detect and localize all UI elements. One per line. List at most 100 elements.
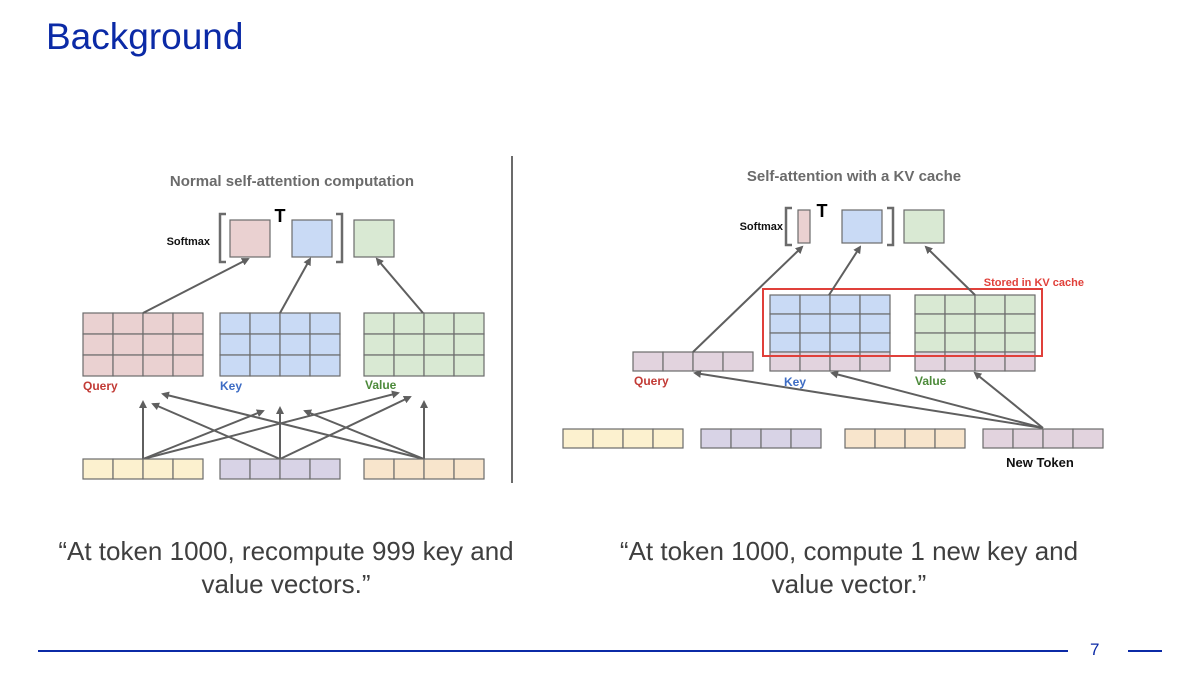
right-key-matrix-cell bbox=[769, 351, 801, 372]
right-value-matrix-cell bbox=[914, 313, 946, 334]
kv-cache-box bbox=[762, 288, 1043, 357]
right-key-matrix-cell bbox=[859, 294, 891, 315]
right-key-matrix-cell bbox=[799, 313, 831, 334]
right-arrow-value-to-box bbox=[924, 245, 976, 296]
left-token-1-cell bbox=[142, 458, 174, 480]
left-diagram: Normal self-attention computation Softma… bbox=[82, 173, 485, 480]
left-key-matrix-cell bbox=[279, 312, 311, 335]
left-query-matrix bbox=[82, 312, 204, 377]
left-token-1-cell bbox=[112, 458, 144, 480]
right-query-result-box bbox=[797, 209, 811, 244]
left-value-matrix bbox=[363, 312, 485, 377]
left-token-3-cell bbox=[423, 458, 455, 480]
left-token-1 bbox=[82, 458, 204, 480]
left-arrow-token2-query bbox=[151, 402, 281, 460]
left-token-3-cell bbox=[453, 458, 485, 480]
page-number: 7 bbox=[1090, 640, 1100, 659]
right-value-matrix-cell bbox=[974, 351, 1006, 372]
left-key-matrix-cell bbox=[279, 333, 311, 356]
left-key-label: Key bbox=[220, 379, 242, 393]
right-key-matrix-cell bbox=[859, 351, 891, 372]
left-token-3-cell bbox=[363, 458, 395, 480]
right-close-bracket bbox=[887, 206, 895, 247]
right-query-label: Query bbox=[634, 374, 669, 388]
right-value-matrix-cell bbox=[914, 351, 946, 372]
left-key-matrix bbox=[219, 312, 341, 377]
left-arrow-value-to-box bbox=[375, 257, 424, 314]
left-key-matrix-cell bbox=[249, 354, 281, 377]
right-softmax-label: Softmax bbox=[740, 221, 784, 233]
left-value-label: Value bbox=[365, 378, 397, 392]
new-token-label: New Token bbox=[1006, 455, 1074, 470]
right-key-matrix-cell bbox=[859, 332, 891, 353]
left-query-matrix-cell bbox=[112, 333, 144, 356]
left-query-matrix-cell bbox=[142, 354, 174, 377]
right-key-matrix-cell bbox=[829, 313, 861, 334]
right-query-vector-cell bbox=[722, 351, 754, 372]
left-value-matrix-cell bbox=[423, 312, 455, 335]
left-query-matrix-cell bbox=[172, 354, 204, 377]
left-value-matrix-cell bbox=[453, 312, 485, 335]
left-arrow-token3-query bbox=[161, 391, 425, 460]
left-key-result-box bbox=[291, 219, 333, 258]
left-arrow-query-to-softmax bbox=[142, 258, 250, 314]
right-diagram-title: Self-attention with a KV cache bbox=[747, 168, 961, 185]
left-value-matrix-cell bbox=[423, 333, 455, 356]
slide-title: Background bbox=[46, 16, 244, 57]
left-value-matrix-cell bbox=[363, 312, 395, 335]
right-token-2-cell bbox=[790, 428, 822, 449]
left-query-matrix-cell bbox=[142, 312, 174, 335]
kv-cache-label: Stored in KV cache bbox=[984, 277, 1084, 289]
right-key-matrix-cell bbox=[829, 332, 861, 353]
left-query-matrix-cell bbox=[82, 333, 114, 356]
left-value-matrix-cell bbox=[423, 354, 455, 377]
right-token-1-cell bbox=[622, 428, 654, 449]
left-open-bracket bbox=[218, 212, 226, 264]
right-query-vector-cell bbox=[632, 351, 664, 372]
right-key-matrix-cell bbox=[799, 332, 831, 353]
left-key-matrix-cell bbox=[219, 333, 251, 356]
new-token-arrow-to-key bbox=[830, 370, 1044, 429]
right-token-3-cell bbox=[844, 428, 876, 449]
new-token-cell bbox=[1012, 428, 1044, 449]
left-token-2-cell bbox=[279, 458, 311, 480]
left-token-2-cell bbox=[309, 458, 341, 480]
right-value-matrix-cell bbox=[914, 294, 946, 315]
left-softmax-label: Softmax bbox=[167, 236, 211, 248]
right-value-matrix-cell bbox=[1004, 332, 1036, 353]
right-arrow-key-to-softmax bbox=[828, 245, 862, 296]
right-value-matrix-cell bbox=[974, 313, 1006, 334]
right-value-matrix-cell bbox=[1004, 294, 1036, 315]
left-query-matrix-cell bbox=[82, 354, 114, 377]
right-transpose-label: T bbox=[817, 201, 828, 221]
footer-rule-tail bbox=[1128, 650, 1162, 652]
left-query-result-box bbox=[229, 219, 271, 258]
right-value-matrix-cell bbox=[914, 332, 946, 353]
right-open-bracket bbox=[784, 206, 792, 247]
right-token-1 bbox=[562, 428, 684, 449]
right-token-3-cell bbox=[934, 428, 966, 449]
right-token-2-cell bbox=[760, 428, 792, 449]
right-key-matrix-cell bbox=[769, 294, 801, 315]
right-value-matrix-cell bbox=[944, 351, 976, 372]
right-value-result-box bbox=[903, 209, 945, 244]
right-token-1-cell bbox=[562, 428, 594, 449]
right-token-1-cell bbox=[652, 428, 684, 449]
left-token-2-cell bbox=[219, 458, 251, 480]
right-key-matrix bbox=[769, 294, 891, 372]
left-value-matrix-cell bbox=[393, 354, 425, 377]
right-key-result-box bbox=[841, 209, 883, 244]
left-close-bracket bbox=[336, 212, 344, 264]
left-token-2 bbox=[219, 458, 341, 480]
left-key-matrix-cell bbox=[219, 312, 251, 335]
left-diagram-title: Normal self-attention computation bbox=[170, 173, 414, 190]
right-token-2 bbox=[700, 428, 822, 449]
right-token-2-cell bbox=[700, 428, 732, 449]
left-query-matrix-cell bbox=[142, 333, 174, 356]
right-token-3-cell bbox=[904, 428, 936, 449]
right-key-matrix-cell bbox=[769, 332, 801, 353]
right-diagram: Self-attention with a KV cache Softmax T… bbox=[562, 168, 1104, 470]
left-value-matrix-cell bbox=[453, 333, 485, 356]
right-value-label: Value bbox=[915, 374, 947, 388]
left-arrow-token3-key bbox=[303, 409, 425, 460]
